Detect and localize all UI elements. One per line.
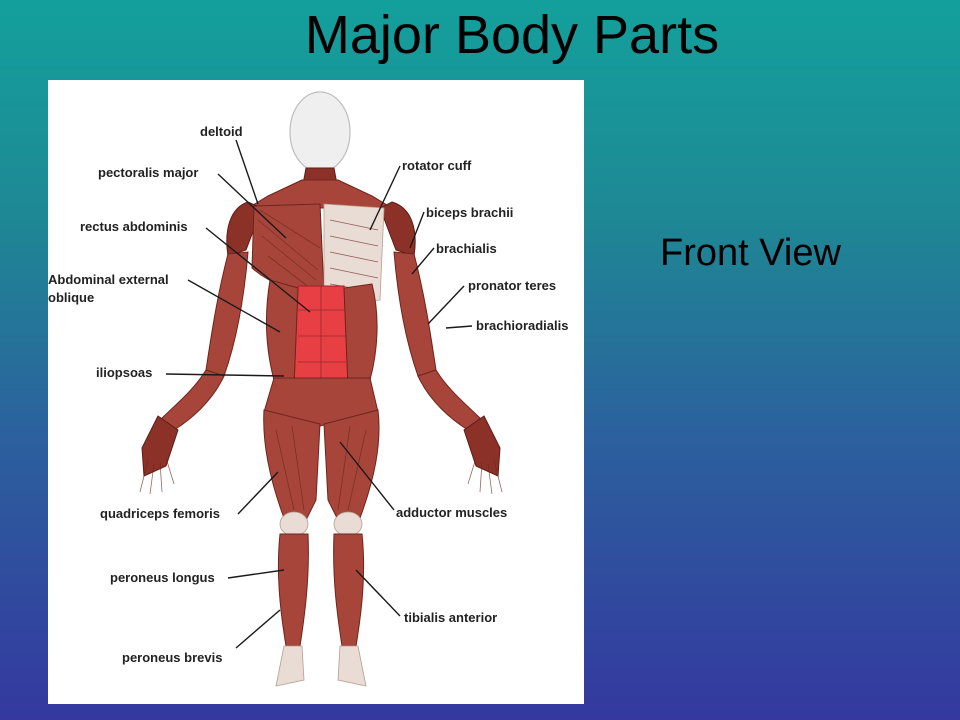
leader-lines <box>165 139 473 649</box>
leader-tibialis <box>355 569 401 617</box>
leader-adductor <box>339 441 395 511</box>
hand-right <box>463 415 501 477</box>
label-pectoralis-major: pectoralis major <box>98 165 198 180</box>
leader-biceps <box>409 211 425 249</box>
front-view-caption: Front View <box>660 232 841 274</box>
label-adductor-muscles: adductor muscles <box>396 505 507 520</box>
leader-peroneus-longus <box>227 569 285 579</box>
leader-deltoid <box>235 139 259 205</box>
label-peroneus-brevis: peroneus brevis <box>122 650 222 665</box>
knee-right <box>333 511 363 537</box>
leader-oblique <box>187 279 281 333</box>
pectoralis-major <box>251 203 325 293</box>
deltoid-right <box>379 201 416 257</box>
arm-right-lower <box>417 369 483 431</box>
external-oblique-right <box>343 283 378 387</box>
thigh-right <box>323 409 380 521</box>
label-brachioradialis: brachioradialis <box>476 318 568 333</box>
external-oblique-left <box>266 279 299 387</box>
arm-left-lower <box>159 369 225 431</box>
label-biceps-brachii: biceps brachii <box>426 205 513 220</box>
leader-pectoralis <box>217 173 287 239</box>
label-oblique: oblique <box>48 290 94 305</box>
label-tibialis-anterior: tibialis anterior <box>404 610 497 625</box>
leader-brachialis <box>411 247 435 275</box>
leader-brachioradialis <box>445 325 473 329</box>
shin-right <box>333 533 365 647</box>
arm-left-upper <box>205 251 249 377</box>
leader-rectus <box>205 227 311 313</box>
label-quadriceps-femoris: quadriceps femoris <box>100 506 220 521</box>
label-iliopsoas: iliopsoas <box>96 365 152 380</box>
leader-quadriceps <box>237 471 279 515</box>
leader-rotator-cuff <box>369 165 401 231</box>
diagram-labels: deltoid pectoralis major rectus abdomini… <box>48 124 568 665</box>
slide-title: Major Body Parts <box>304 5 720 65</box>
label-rectus-abdominis: rectus abdominis <box>80 219 188 234</box>
label-pronator-teres: pronator teres <box>468 278 556 293</box>
knee-left <box>279 511 309 537</box>
label-abdominal-external: Abdominal external <box>48 272 169 287</box>
shin-left <box>277 533 309 647</box>
head <box>289 91 351 173</box>
foot-left <box>275 645 305 687</box>
label-peroneus-longus: peroneus longus <box>110 570 215 585</box>
rib-cage <box>323 203 385 305</box>
leader-pronator <box>427 285 465 325</box>
leader-peroneus-brevis <box>235 609 281 649</box>
foot-right <box>337 645 367 687</box>
label-brachialis: brachialis <box>436 241 497 256</box>
hand-left <box>141 415 179 477</box>
label-rotator-cuff: rotator cuff <box>402 158 472 173</box>
anatomy-diagram-panel: deltoid pectoralis major rectus abdomini… <box>48 80 584 704</box>
label-deltoid: deltoid <box>200 124 243 139</box>
muscular-figure <box>139 91 503 687</box>
anatomy-diagram: deltoid pectoralis major rectus abdomini… <box>48 91 568 687</box>
leader-iliopsoas <box>165 373 285 377</box>
